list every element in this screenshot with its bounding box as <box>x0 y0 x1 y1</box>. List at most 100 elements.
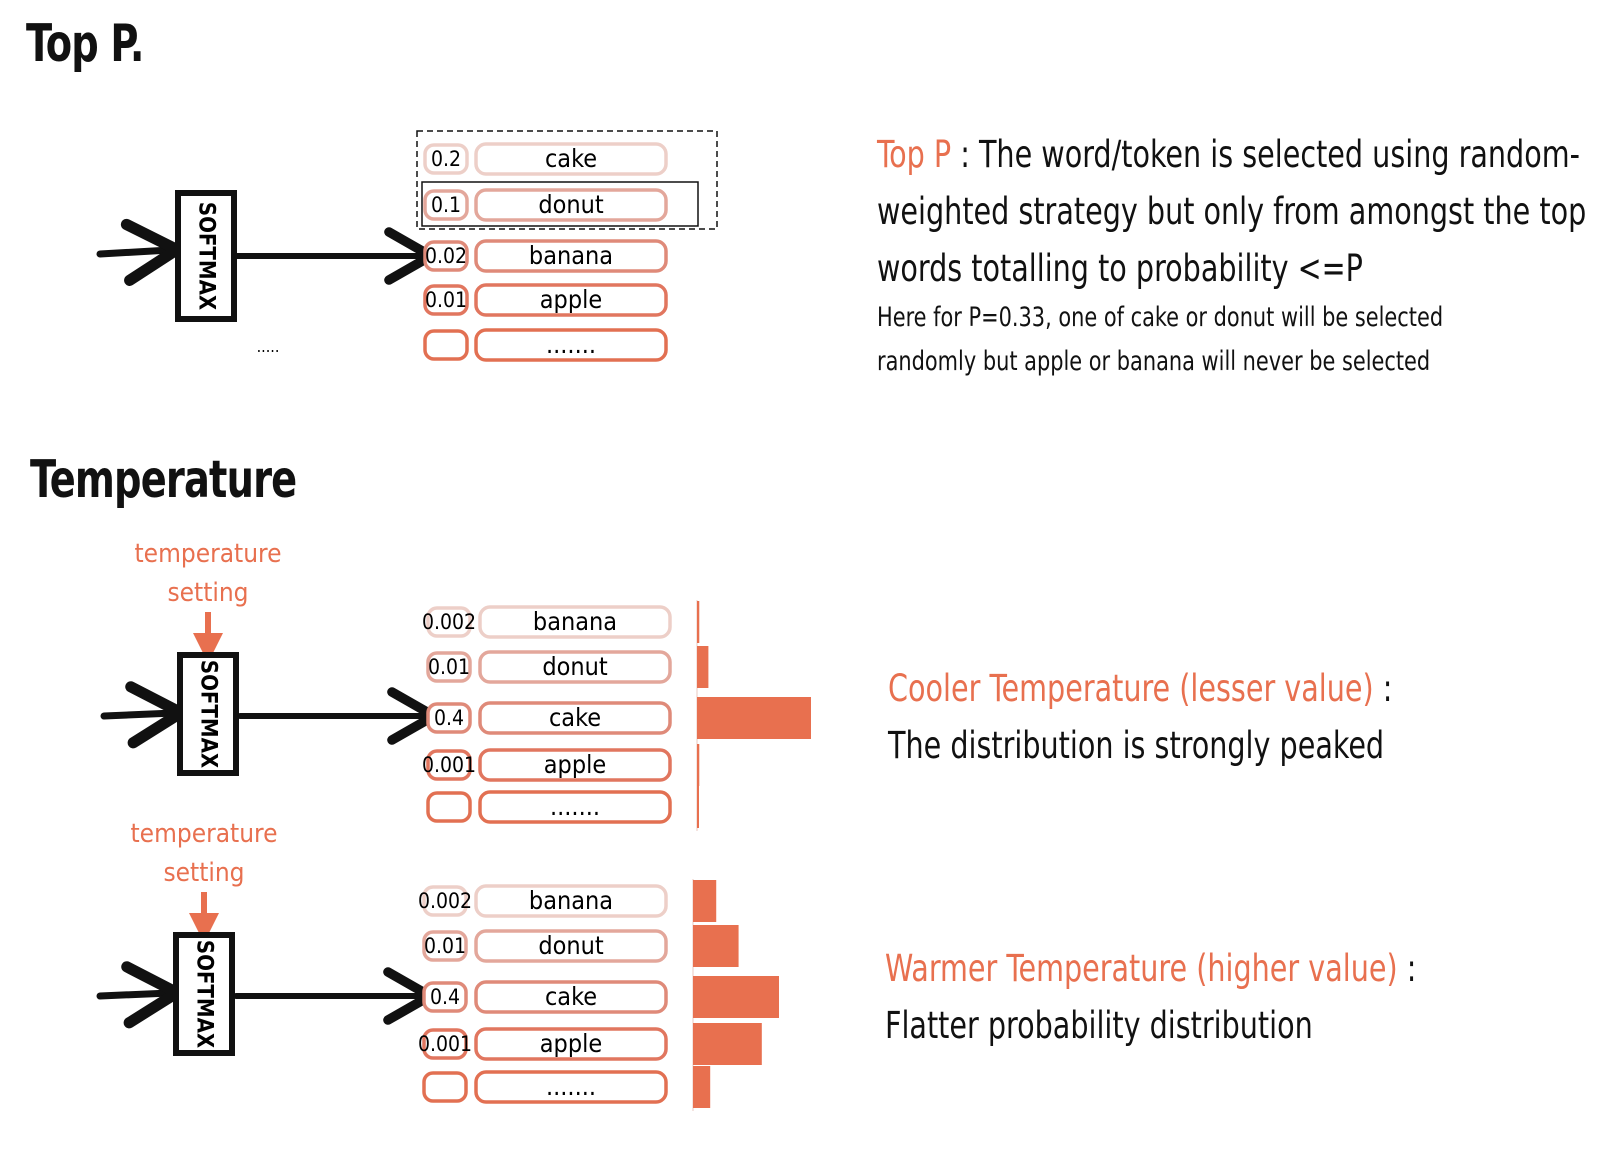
word-pill <box>478 790 672 824</box>
softmax-box <box>175 190 237 322</box>
token-row: 0.1 donut <box>423 188 668 222</box>
probability-bar <box>693 925 739 967</box>
probability-pill <box>423 189 469 221</box>
probability-value: 0.02 <box>425 244 467 268</box>
input-arrow <box>96 961 183 1029</box>
softmax-label: SOFTMAX <box>192 940 217 1048</box>
token-row: ....... <box>426 790 672 824</box>
token-row: ....... <box>423 328 668 362</box>
input-arrow <box>100 681 187 749</box>
probability-pill <box>422 930 468 962</box>
top-p-heading: Top P. <box>26 14 144 74</box>
probability-value: 0.1 <box>431 193 461 217</box>
word-pill <box>474 884 668 918</box>
probability-bar <box>697 786 699 828</box>
probability-pill <box>426 702 472 734</box>
word-pill <box>474 142 668 176</box>
warm-temperature-colon: : <box>1397 947 1417 990</box>
top-p-term: Top P <box>877 133 952 176</box>
probability-pill <box>422 1071 468 1103</box>
probability-bar <box>697 646 709 688</box>
probability-value: 0.002 <box>418 889 472 913</box>
probability-pill <box>426 749 472 781</box>
word-pill <box>474 929 668 963</box>
softmax-label: SOFTMAX <box>196 660 221 768</box>
token-row: 0.002 banana <box>418 884 668 918</box>
softmax-box <box>177 652 239 776</box>
probability-pill <box>426 791 472 823</box>
probability-bar <box>697 744 700 786</box>
token-word: banana <box>529 886 613 915</box>
cool-temperature-title-line: Cooler Temperature (lesser value) : <box>888 660 1392 717</box>
top-p-description-line2: weighted strategy but only from amongst … <box>877 190 1587 233</box>
probability-value: 0.4 <box>430 985 460 1009</box>
token-word: ....... <box>546 1072 596 1101</box>
warm-temperature-title: Warmer Temperature (higher value) <box>885 947 1398 990</box>
top-p-note-line2: randomly but apple or banana will never … <box>877 346 1431 377</box>
cool-temperature-body: The distribution is strongly peaked <box>888 724 1385 767</box>
top-p-line1-rest: : The word/token is selected using rando… <box>951 133 1580 176</box>
word-pill <box>474 1070 668 1104</box>
probability-bar <box>697 697 811 739</box>
probability-value: 0.001 <box>418 1032 472 1056</box>
word-pill <box>478 605 672 639</box>
token-word: apple <box>540 1029 602 1058</box>
word-pill <box>478 748 672 782</box>
probability-pill <box>423 240 469 272</box>
probability-value: 0.001 <box>422 753 476 777</box>
probability-pill <box>422 885 468 917</box>
temperature-setting-label-line1: temperature <box>131 819 278 849</box>
probability-pill <box>426 606 472 638</box>
token-word: cake <box>549 703 601 732</box>
warm-temperature-body: Flatter probability distribution <box>885 1004 1313 1047</box>
top-p-inner-box <box>421 181 699 227</box>
probability-bar <box>697 601 700 643</box>
top-p-description-line1: Top P : The word/token is selected using… <box>877 126 1586 183</box>
temperature-heading: Temperature <box>30 450 297 510</box>
cool-temperature-colon: : <box>1373 667 1393 710</box>
probability-bar <box>693 976 779 1018</box>
word-pill <box>478 650 672 684</box>
top-p-note-line1: Here for P=0.33, one of cake or donut wi… <box>877 302 1444 333</box>
word-pill <box>478 701 672 735</box>
token-word: cake <box>545 982 597 1011</box>
probability-pill <box>422 981 468 1013</box>
token-word: ....... <box>550 792 600 821</box>
probability-bar <box>693 880 717 922</box>
probability-pill <box>426 651 472 683</box>
probability-bar <box>693 1066 711 1108</box>
probability-pill <box>422 1028 468 1060</box>
probability-value: 0.01 <box>425 288 467 312</box>
token-word: donut <box>542 652 608 681</box>
probability-value: 0.01 <box>428 655 470 679</box>
token-row: ....... <box>422 1070 668 1104</box>
warm-temperature-description: Warmer Temperature (higher value) : Flat… <box>885 940 1416 1054</box>
token-row: 0.4 cake <box>422 980 668 1014</box>
token-word: donut <box>538 190 604 219</box>
probability-bars <box>692 879 779 1111</box>
token-word: apple <box>540 285 602 314</box>
top-p-selection-dashed-box <box>416 130 718 230</box>
cool-temperature-description: Cooler Temperature (lesser value) : The … <box>888 660 1392 774</box>
word-pill <box>474 328 668 362</box>
top-p-description: Top P : The word/token is selected using… <box>877 126 1586 297</box>
probability-pill <box>423 284 469 316</box>
cool-temperature-title: Cooler Temperature (lesser value) <box>888 667 1374 710</box>
input-arrow <box>96 218 183 286</box>
softmax-label: SOFTMAX <box>194 202 219 310</box>
probability-pill <box>423 329 469 361</box>
ellipsis: ..... <box>257 337 280 356</box>
word-pill <box>474 1027 668 1061</box>
probability-value: 0.002 <box>422 610 476 634</box>
word-pill <box>474 188 668 222</box>
